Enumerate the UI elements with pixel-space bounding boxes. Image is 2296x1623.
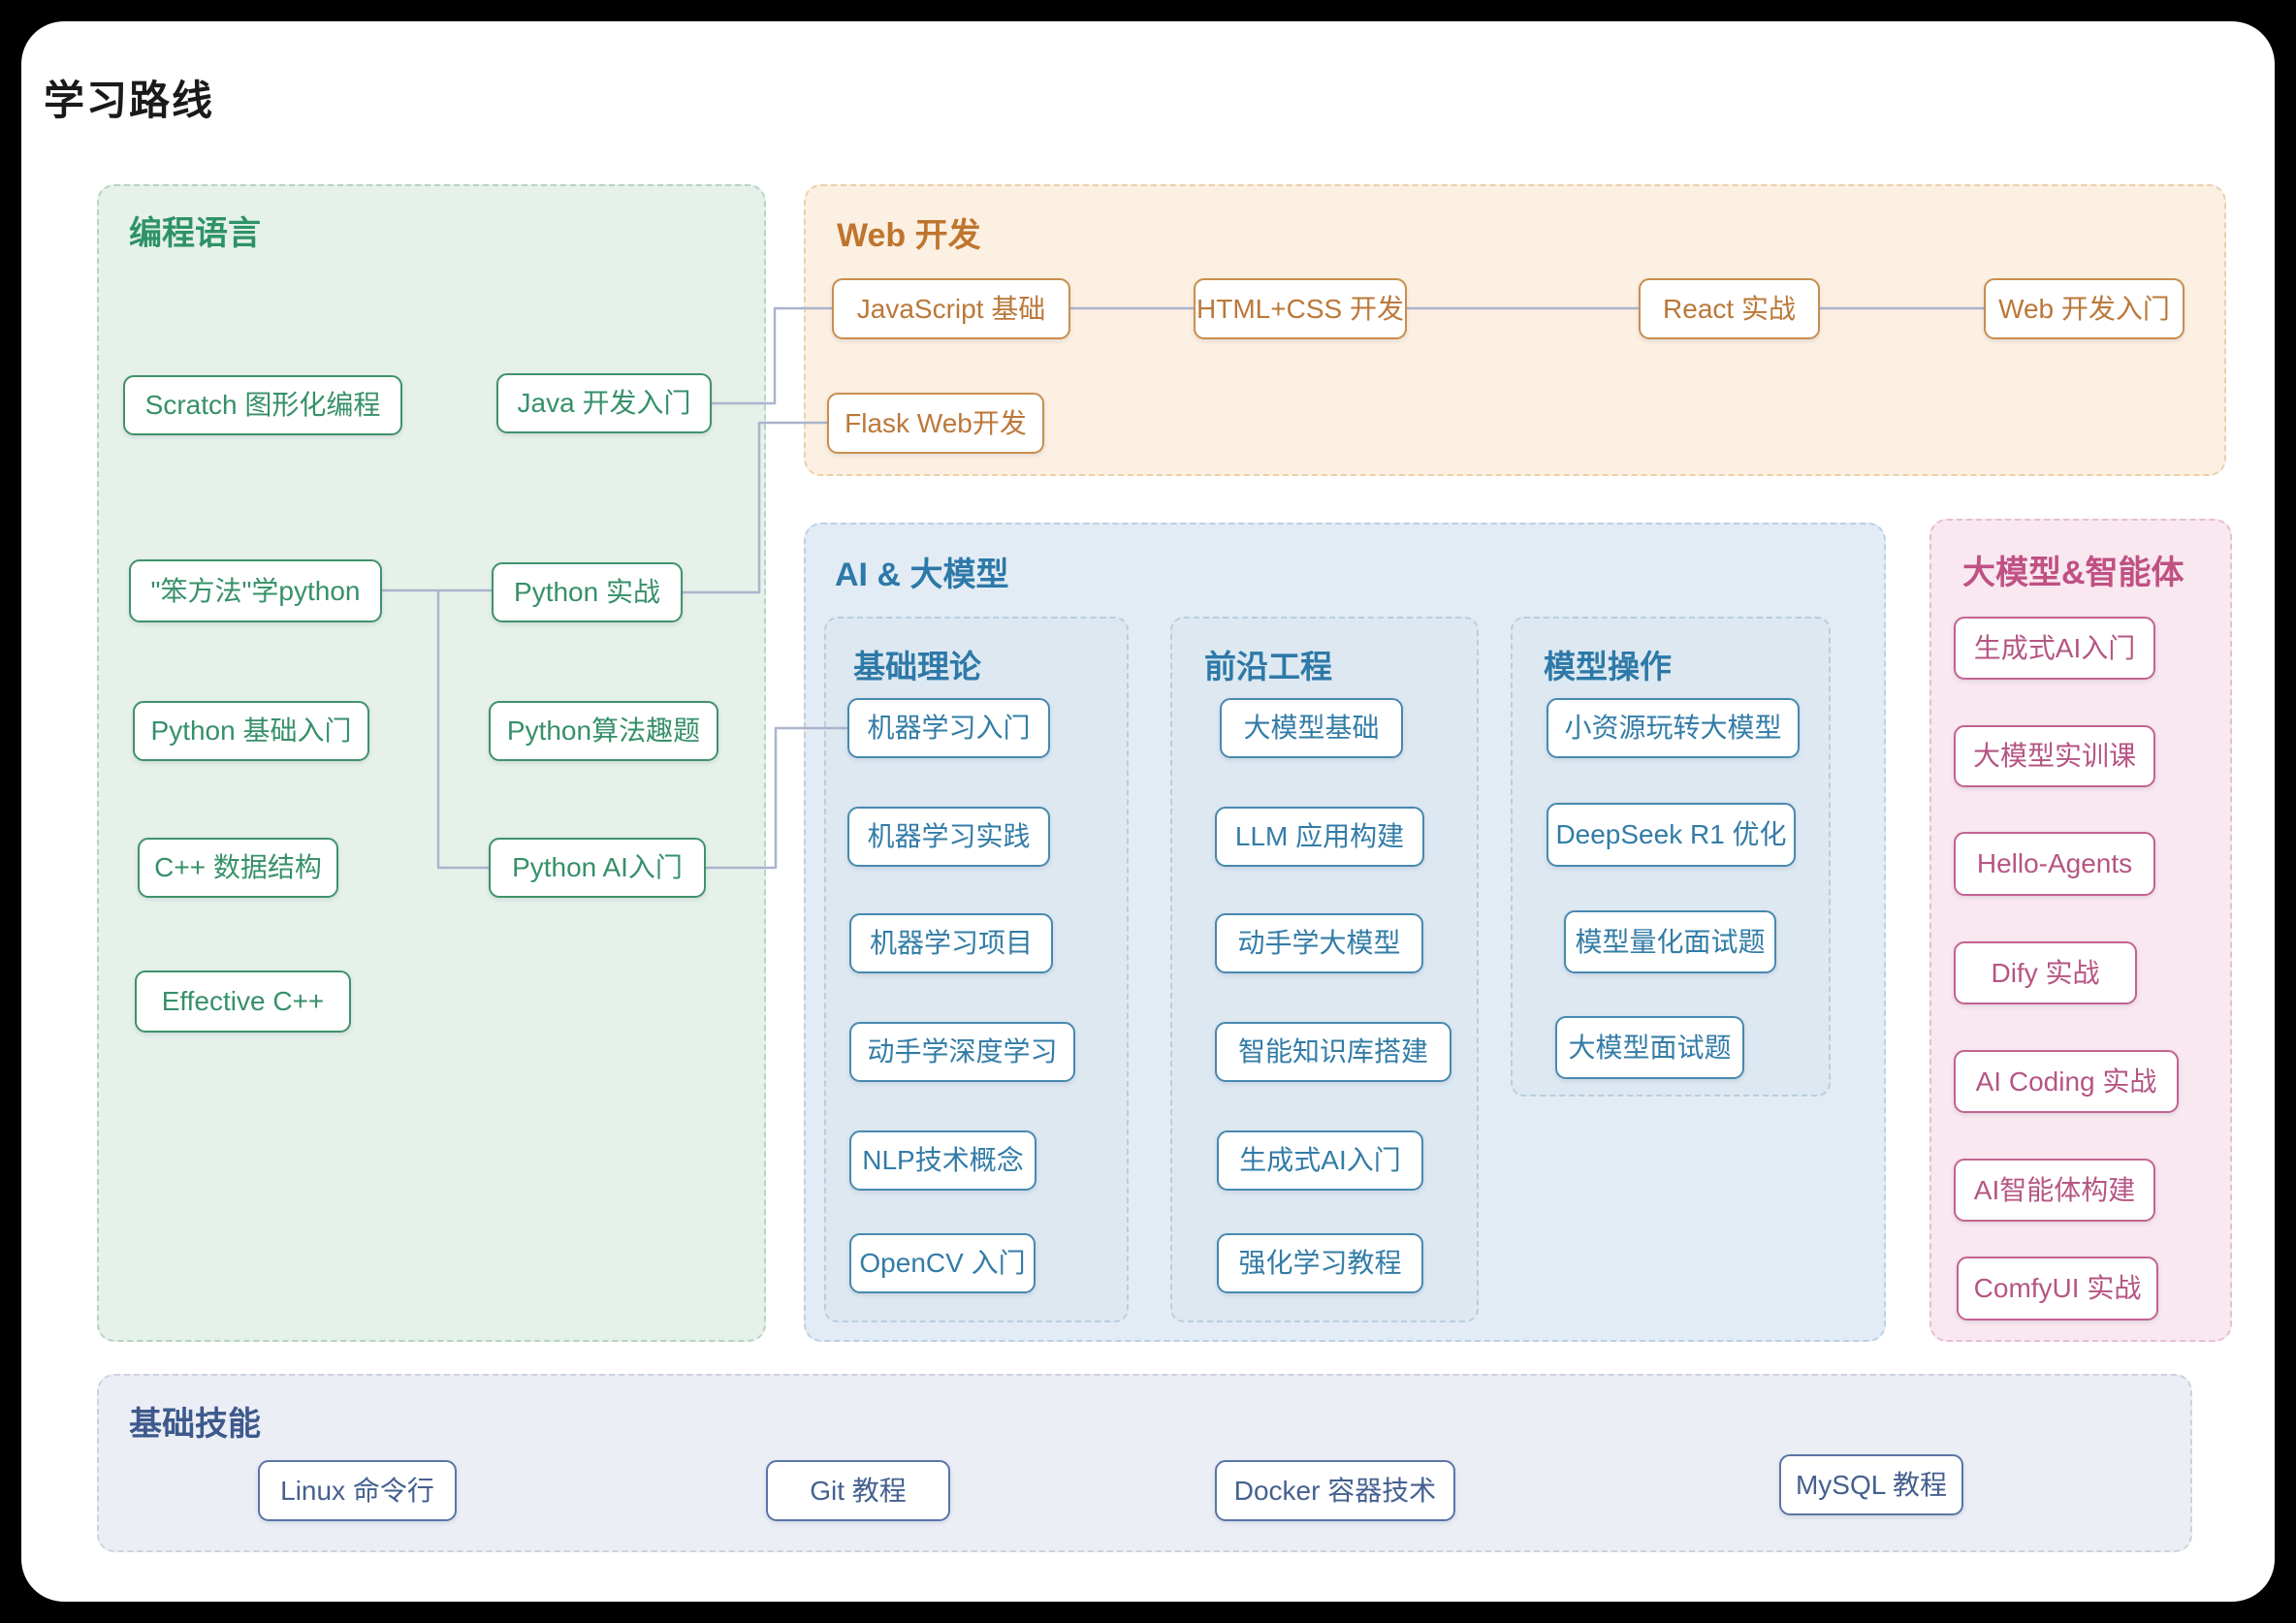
course-node-python-ai-intro[interactable]: Python AI入门 (489, 838, 706, 898)
course-node-scratch[interactable]: Scratch 图形化编程 (123, 375, 402, 435)
course-node-python-basics[interactable]: Python 基础入门 (133, 701, 369, 761)
course-node-mysql[interactable]: MySQL 教程 (1779, 1454, 1963, 1515)
section-programming-languages (97, 184, 766, 1342)
subsection-title-frontier: 前沿工程 (1204, 649, 1332, 684)
course-node-comfyui[interactable]: ComfyUI 实战 (1957, 1257, 2158, 1321)
course-node-ai-agent-building[interactable]: AI智能体构建 (1954, 1159, 2155, 1222)
course-node-dive-deep-learning[interactable]: 动手学深度学习 (849, 1022, 1075, 1082)
course-node-docker[interactable]: Docker 容器技术 (1215, 1460, 1455, 1521)
course-node-dify[interactable]: Dify 实战 (1954, 941, 2137, 1004)
course-node-python-algorithms[interactable]: Python算法趣题 (489, 701, 718, 761)
course-node-nlp-concepts[interactable]: NLP技术概念 (849, 1130, 1036, 1191)
course-node-deepseek-r1[interactable]: DeepSeek R1 优化 (1547, 803, 1796, 867)
course-node-flask-web[interactable]: Flask Web开发 (827, 393, 1044, 454)
section-title-web: Web 开发 (837, 217, 981, 254)
course-node-opencv-intro[interactable]: OpenCV 入门 (849, 1233, 1036, 1293)
subsection-title-model-ops: 模型操作 (1544, 649, 1672, 684)
course-node-ml-intro[interactable]: 机器学习入门 (847, 698, 1050, 758)
course-node-java-intro[interactable]: Java 开发入门 (496, 373, 712, 433)
course-node-knowledge-base[interactable]: 智能知识库搭建 (1215, 1022, 1451, 1082)
course-node-cpp-data-structures[interactable]: C++ 数据结构 (138, 838, 338, 898)
course-node-genai-intro[interactable]: 生成式AI入门 (1954, 617, 2155, 680)
section-title-basics: 基础技能 (129, 1406, 261, 1443)
course-node-lpthw-python[interactable]: "笨方法"学python (129, 559, 382, 622)
course-node-ml-practice[interactable]: 机器学习实践 (847, 807, 1050, 867)
course-node-quantization-interview[interactable]: 模型量化面试题 (1564, 910, 1776, 973)
course-node-llm-basics[interactable]: 大模型基础 (1220, 698, 1403, 758)
course-node-javascript-basics[interactable]: JavaScript 基础 (832, 278, 1070, 339)
section-title-ai: AI & 大模型 (835, 557, 1009, 593)
section-title-programming: 编程语言 (129, 215, 261, 252)
page-title: 学习路线 (44, 78, 215, 123)
course-node-ml-projects[interactable]: 机器学习项目 (849, 913, 1053, 973)
course-node-small-resource-llm[interactable]: 小资源玩转大模型 (1547, 698, 1800, 758)
course-node-llm-training-camp[interactable]: 大模型实训课 (1954, 725, 2155, 787)
subsection-title-theory: 基础理论 (853, 649, 981, 684)
course-node-llm-interview[interactable]: 大模型面试题 (1555, 1016, 1744, 1079)
section-title-agents: 大模型&智能体 (1962, 555, 2184, 591)
course-node-genai-intro-frontier[interactable]: 生成式AI入门 (1217, 1130, 1423, 1191)
course-node-python-practice[interactable]: Python 实战 (492, 562, 683, 622)
course-node-hello-agents[interactable]: Hello-Agents (1954, 832, 2155, 896)
course-node-html-css[interactable]: HTML+CSS 开发 (1194, 278, 1407, 339)
course-node-effective-cpp[interactable]: Effective C++ (135, 971, 351, 1033)
course-node-hands-on-llm[interactable]: 动手学大模型 (1215, 913, 1423, 973)
course-node-ai-coding[interactable]: AI Coding 实战 (1954, 1050, 2179, 1113)
course-node-git[interactable]: Git 教程 (766, 1460, 950, 1521)
course-node-web-dev-intro[interactable]: Web 开发入门 (1984, 278, 2184, 339)
course-node-linux-cli[interactable]: Linux 命令行 (258, 1460, 457, 1521)
course-node-reinforcement-learning[interactable]: 强化学习教程 (1217, 1233, 1423, 1293)
course-node-react[interactable]: React 实战 (1639, 278, 1820, 339)
course-node-llm-app-building[interactable]: LLM 应用构建 (1215, 807, 1424, 867)
